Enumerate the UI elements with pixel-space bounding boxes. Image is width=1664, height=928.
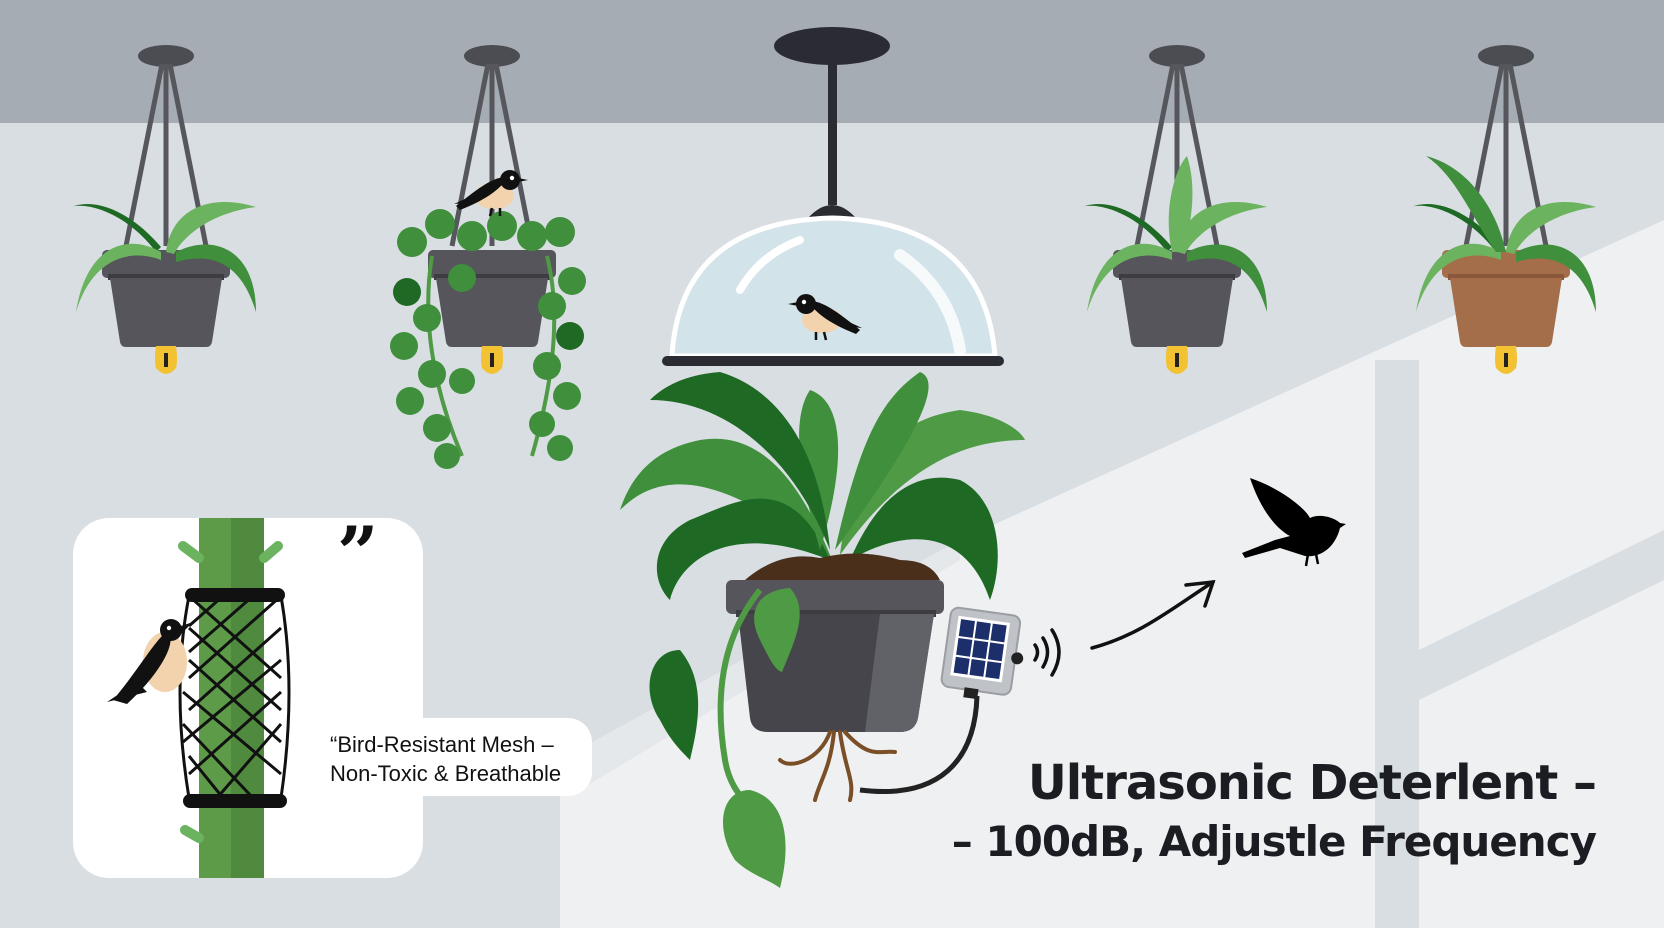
mesh-caption-pill xyxy=(300,718,592,796)
mesh-caption-line1: “Bird-Resistant Mesh – xyxy=(330,732,554,757)
flying-bird-icon xyxy=(1242,478,1346,567)
planter-4 xyxy=(1082,45,1267,374)
planter-5 xyxy=(1411,45,1596,374)
solar-ultrasonic-device xyxy=(940,606,1024,700)
ultrasonic-headline-line2: – 100dB, Adjustle Frequency xyxy=(951,817,1597,866)
quote-mark-icon: ” xyxy=(337,518,378,595)
arrow-icon xyxy=(1090,579,1216,650)
planter-2 xyxy=(390,45,586,469)
mesh-caption-line2: Non-Toxic & Breathable xyxy=(330,761,562,786)
mesh-caption: “Bird-Resistant Mesh – Non-Toxic & Breat… xyxy=(330,730,600,788)
ultrasonic-headline: Ultrasonic Deterlent – – 100dB, Adjustle… xyxy=(951,752,1597,870)
mesh-illustration-icon: ” xyxy=(107,518,378,878)
sound-waves-icon xyxy=(1033,628,1061,677)
planter-center-dome xyxy=(620,27,1216,888)
ultrasonic-headline-line1: Ultrasonic Deterlent – xyxy=(1027,755,1597,811)
